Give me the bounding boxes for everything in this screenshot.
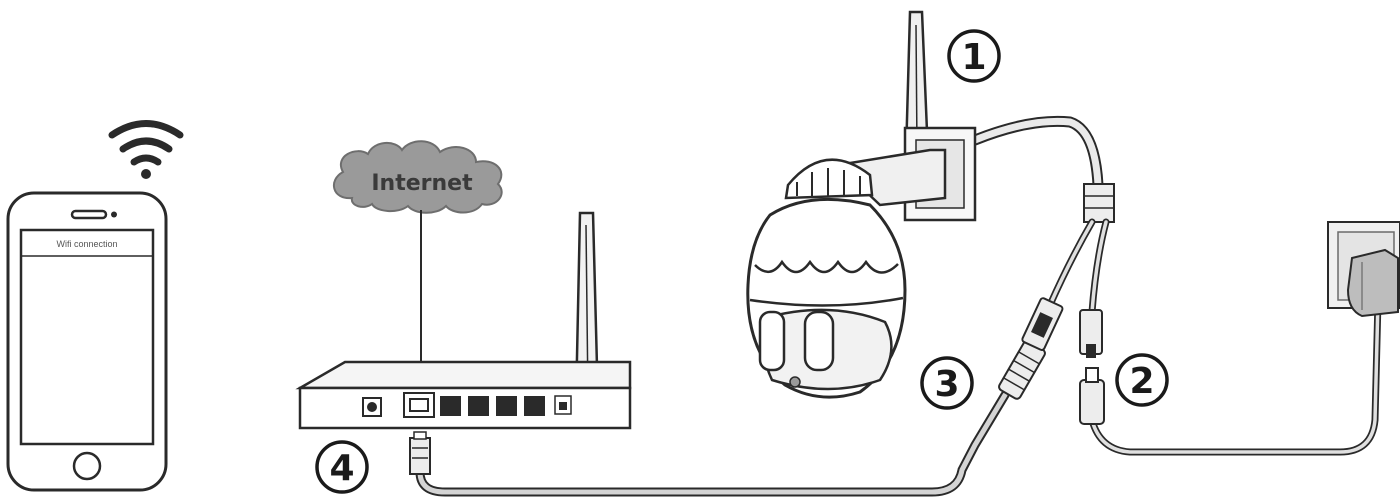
step-number: 2 — [1129, 361, 1154, 402]
smartphone-icon — [8, 193, 166, 490]
ethernet-plug-icon — [410, 432, 430, 474]
step-marker-4: 4 — [317, 442, 367, 492]
smartphone: Wifi connection — [8, 124, 180, 491]
step-number: 4 — [329, 448, 354, 489]
step-marker-1: 1 — [949, 31, 999, 81]
power-adapter-icon — [1348, 250, 1398, 316]
ip-camera-icon — [748, 12, 975, 397]
wifi-icon — [112, 124, 180, 180]
step-marker-3: 3 — [922, 358, 972, 408]
phone-screen-text: Wifi connection — [56, 239, 117, 249]
camera-pigtail — [975, 121, 1114, 358]
internet-label: Internet — [371, 171, 473, 196]
router — [300, 213, 630, 428]
router-icon — [300, 362, 630, 428]
step-number: 1 — [961, 37, 986, 78]
step-number: 3 — [934, 364, 959, 405]
step-marker-2: 2 — [1117, 355, 1167, 405]
internet-cloud: Internet — [334, 141, 502, 398]
dc-plug-icon — [1080, 368, 1104, 424]
